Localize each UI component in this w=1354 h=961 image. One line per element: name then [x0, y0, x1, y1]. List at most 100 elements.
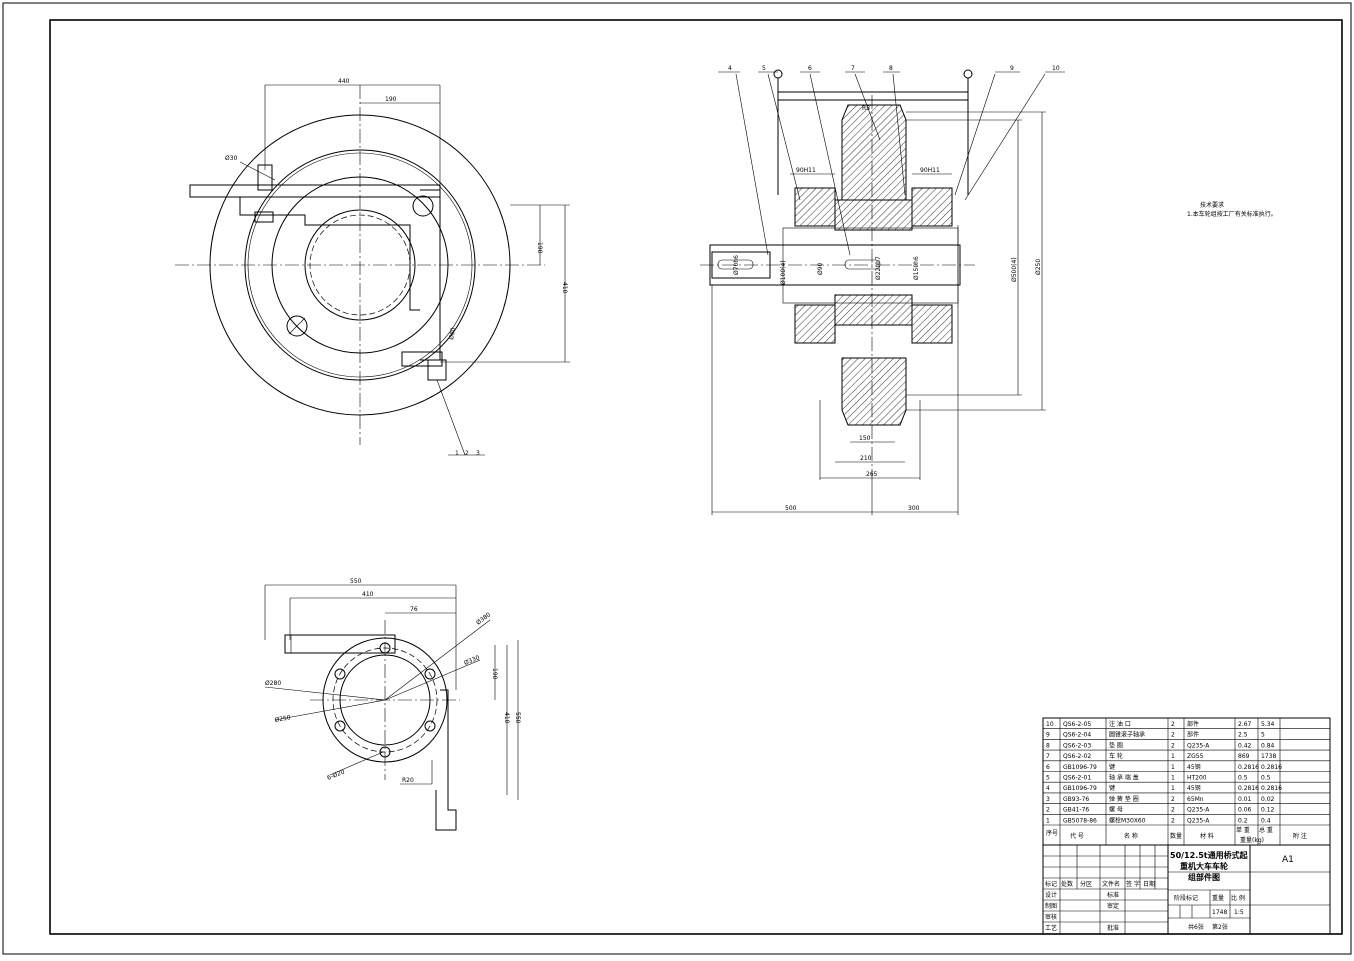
bom-cell-no: 6 — [1046, 764, 1050, 771]
bom-cell-name: 垫 圈 — [1109, 741, 1123, 749]
bom-cell-name: 螺栓M30X60 — [1109, 816, 1146, 824]
dim-phi330: Ø330 — [463, 654, 481, 667]
dim-500: 500 — [785, 505, 797, 512]
dim-76: 76 — [410, 606, 418, 613]
dim-phi-bore: Ø90 — [817, 262, 824, 275]
bom-cell-qty: 2 — [1171, 807, 1175, 814]
bom-cell-code: GB93-76 — [1063, 796, 1089, 803]
bom-cell-w2: 0.02 — [1261, 796, 1275, 803]
bom-cell-qty: 1 — [1171, 753, 1175, 760]
scale-value: 1:5 — [1234, 909, 1244, 916]
bom-cell-w2: 5 — [1261, 732, 1265, 739]
bom-cell-mat: HT200 — [1187, 775, 1207, 782]
bom-header-code: 代 号 — [1070, 832, 1084, 840]
bom-cell-mat: Q235-A — [1187, 817, 1210, 824]
bom-header-qty: 数量 — [1170, 832, 1182, 840]
balloon-3: 3 — [476, 450, 480, 457]
label-weight: 重量 — [1212, 894, 1224, 902]
bom-cell-qty: 2 — [1171, 817, 1175, 824]
dim-410-v: 410 — [561, 282, 568, 294]
bom-cell-no: 2 — [1046, 807, 1050, 814]
dim-r20: R20 — [402, 777, 414, 784]
dim-440: 440 — [338, 78, 350, 85]
sheet-size: A1 — [1282, 855, 1294, 865]
label-draw: 制图 — [1045, 902, 1057, 910]
bom-cell-mat: ZG55 — [1187, 753, 1204, 760]
bom-cell-code: GB1096-79 — [1063, 764, 1097, 771]
bom-cell-mat: 65Mn — [1187, 796, 1204, 803]
bom-cell-name: 键 — [1109, 784, 1115, 792]
bom-cell-qty: 2 — [1171, 732, 1175, 739]
bom-cell-qty: 2 — [1171, 721, 1175, 728]
dim-210: 210 — [860, 455, 872, 462]
bom-cell-code: QS6-2-01 — [1063, 775, 1091, 782]
dim-150: 150 — [859, 435, 871, 442]
dim-holes: 6-Ø20 — [326, 768, 346, 781]
bom-cell-code: QS6-2-03 — [1063, 742, 1091, 749]
bom-header-no: 序号 — [1046, 829, 1058, 837]
bom-cell-mat: 部件 — [1187, 720, 1199, 728]
label-design: 设计 — [1045, 891, 1057, 899]
bom-cell-qty: 2 — [1171, 742, 1175, 749]
bom-cell-no: 5 — [1046, 775, 1050, 782]
label-process: 工艺 — [1045, 924, 1057, 932]
label-zone: 分区 — [1080, 880, 1092, 888]
view-top-left: 1 2 3 440 190 Ø30 190 410 Ø80 — [175, 78, 570, 457]
bom-cell-w1: 2.5 — [1238, 732, 1248, 739]
bom-cell-w1: 0.06 — [1238, 807, 1252, 814]
sheet-count: 共6张 — [1188, 923, 1204, 931]
bom-cell-no: 9 — [1046, 732, 1050, 739]
view-bottom-left: 550 410 76 Ø380 Ø330 Ø280 Ø250 6-Ø20 R20… — [264, 578, 521, 831]
bom-cell-w1: 0.2816 — [1238, 785, 1259, 792]
bom-cell-qty: 1 — [1171, 764, 1175, 771]
balloon-8: 8 — [889, 65, 893, 72]
bom-header-w2: 总 重 — [1259, 826, 1273, 834]
drawing-title-3: 组部件图 — [1188, 872, 1220, 882]
bom-cell-mat: 45钢 — [1187, 763, 1201, 771]
balloon-6: 6 — [808, 65, 812, 72]
bom-cell-w2: 0.2816 — [1261, 764, 1282, 771]
bom-cell-code: GB41-76 — [1063, 807, 1089, 814]
label-scale: 比 例 — [1231, 894, 1245, 902]
dim-550: 550 — [350, 578, 362, 585]
inner-frame — [49, 19, 1343, 935]
bom-cell-name: 圆锥滚子轴承 — [1109, 731, 1145, 739]
dim-265: 265 — [866, 471, 878, 478]
bom-cell-w2: 0.5 — [1261, 775, 1271, 782]
dim-phi380: Ø380 — [475, 611, 492, 626]
bom-cell-code: QS6-2-05 — [1063, 721, 1091, 728]
bom-cell-qty: 1 — [1171, 775, 1175, 782]
balloon-4: 4 — [728, 65, 732, 72]
tech-req-heading: 技术要求 — [1200, 201, 1224, 209]
dim-phi30: Ø30 — [225, 155, 238, 162]
bom-cell-code: QS6-2-04 — [1063, 732, 1091, 739]
bom-cell-w2: 0.12 — [1261, 807, 1275, 814]
dim-phi80: Ø80 — [448, 327, 457, 341]
balloon-7: 7 — [851, 65, 855, 72]
bom-cell-name: 螺 母 — [1109, 806, 1123, 814]
bom-cell-w2: 5.34 — [1261, 721, 1275, 728]
bom-cell-w1: 0.2816 — [1238, 764, 1259, 771]
bom-cell-w1: 0.01 — [1238, 796, 1252, 803]
bom-cell-w1: 0.42 — [1238, 742, 1252, 749]
dim-phi250: Ø250 — [274, 714, 291, 724]
bom-cell-w1: 869 — [1238, 753, 1250, 760]
bom-header-mat: 材 料 — [1200, 832, 1214, 840]
label-count: 处数 — [1061, 880, 1073, 888]
drawing-title-2: 重机大车车轮 — [1180, 861, 1228, 871]
bom-cell-code: GB5078-86 — [1063, 817, 1097, 824]
dim-phi500: Ø500(4) — [1011, 257, 1018, 282]
balloon-1: 1 — [455, 450, 459, 457]
label-check: 审核 — [1045, 913, 1057, 921]
dim-410: 410 — [362, 591, 374, 598]
dim-phi280: Ø280 — [265, 680, 281, 687]
bom-cell-name: 车 轮 — [1109, 752, 1123, 760]
fit-90h11-right: 90H11 — [920, 167, 940, 174]
